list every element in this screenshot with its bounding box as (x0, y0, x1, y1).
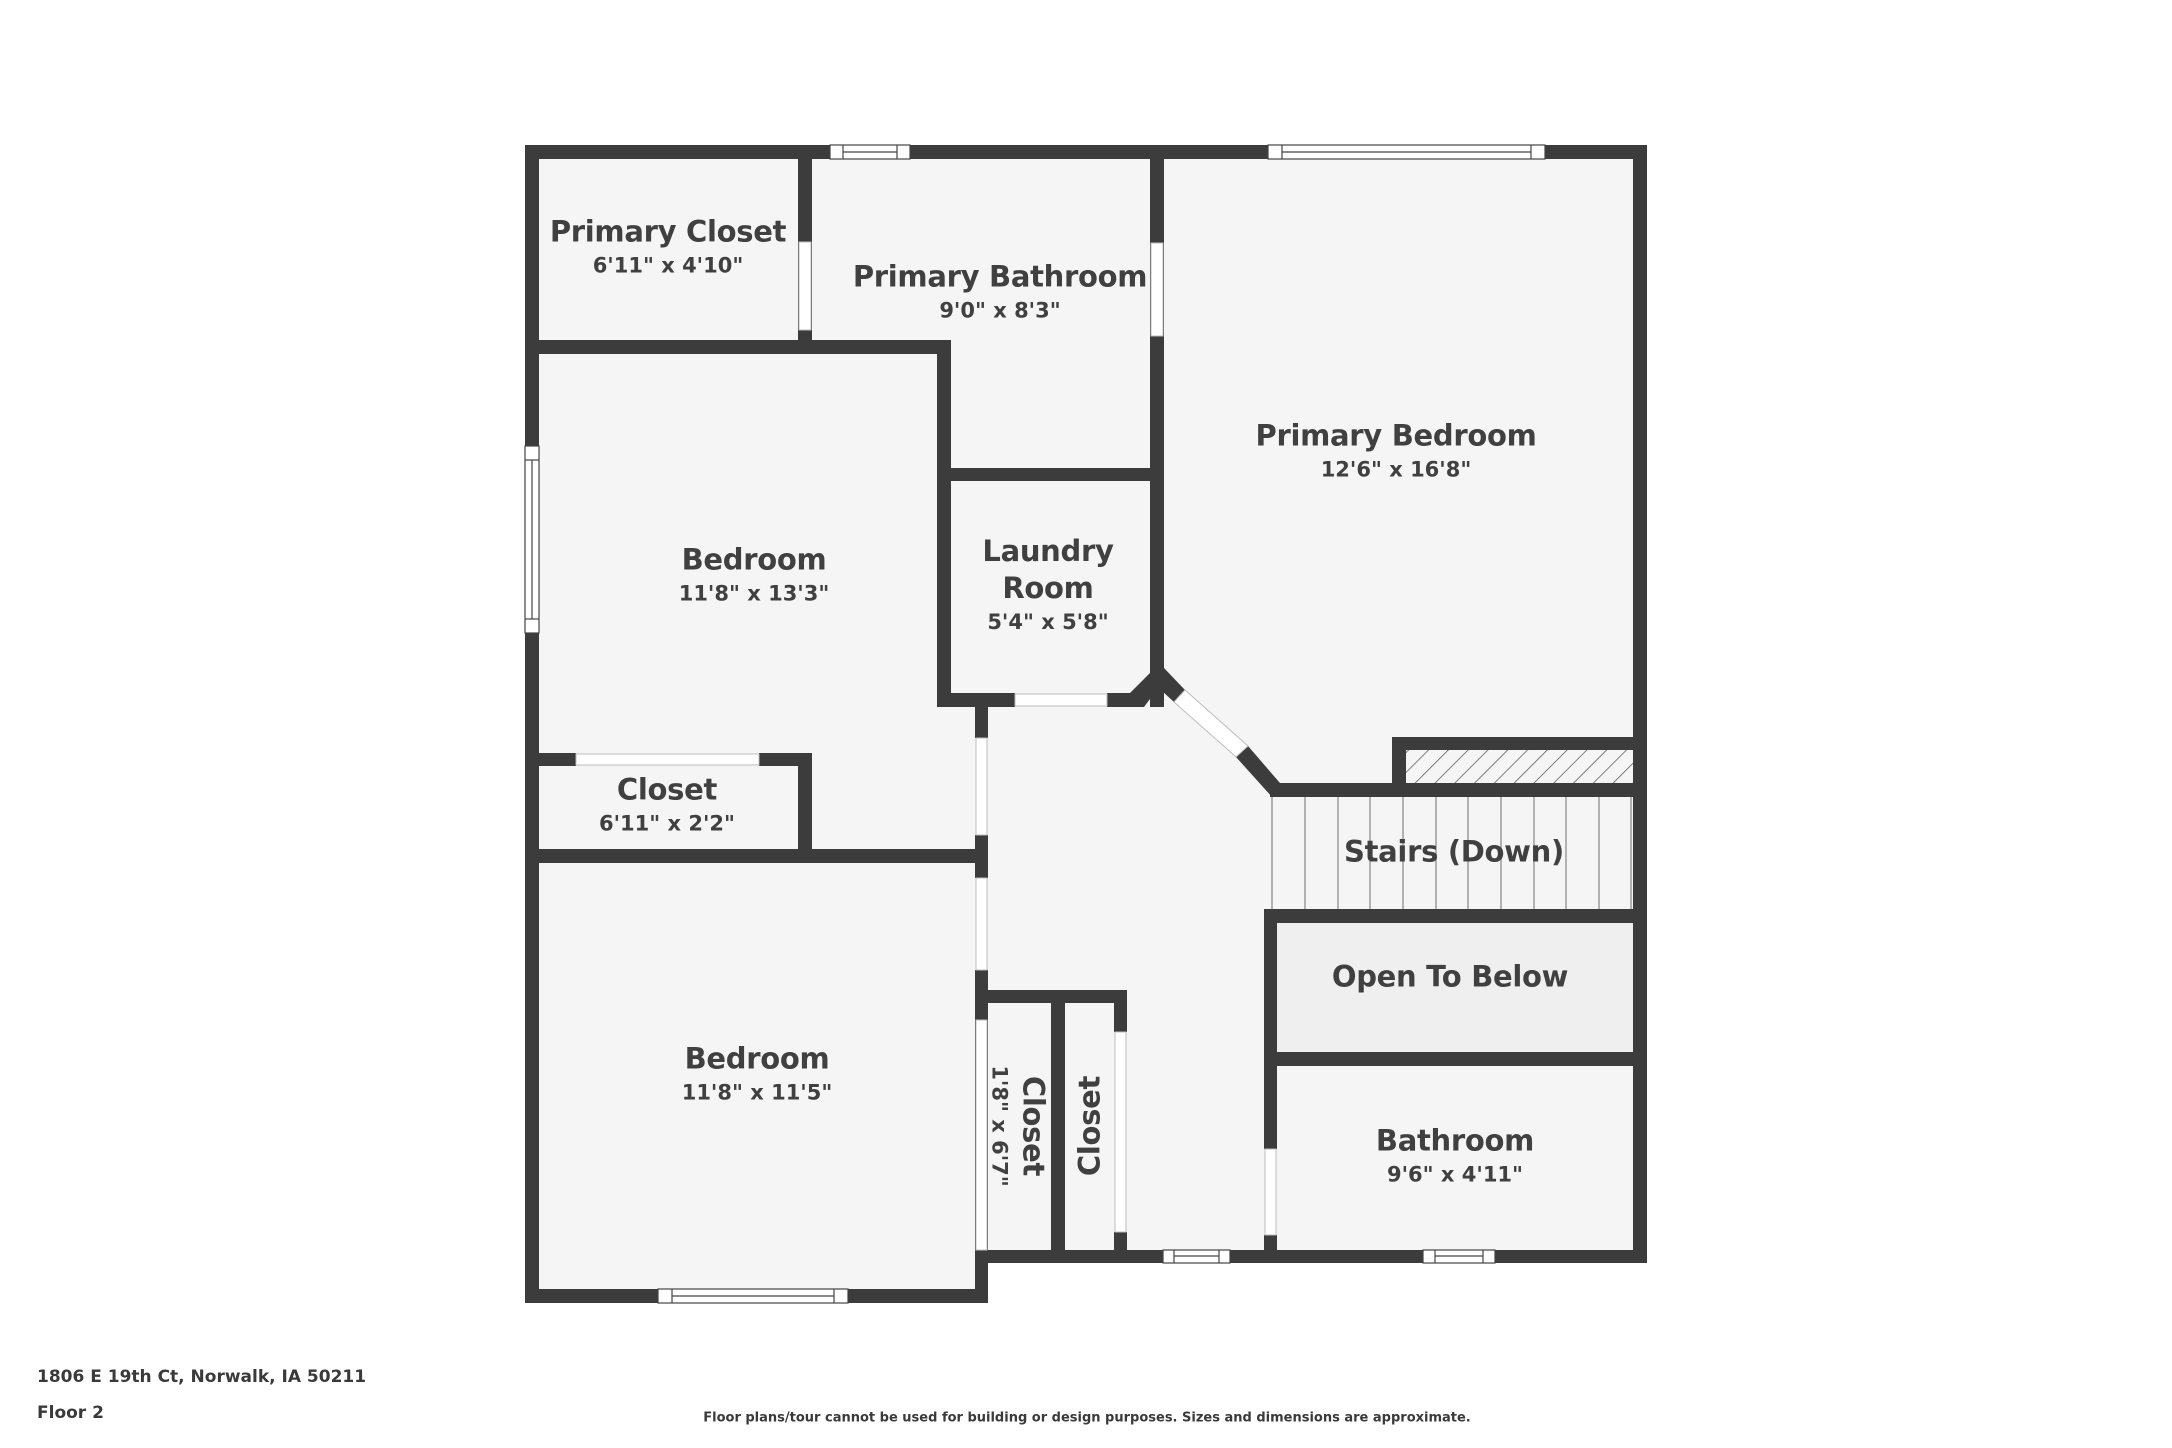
room-dimensions: 6'11" x 4'10" (592, 253, 744, 278)
door-openings (575, 241, 1277, 1251)
floor-label: Floor 2 (37, 1403, 104, 1423)
room-dimensions: 5'4" x 5'8" (987, 610, 1109, 634)
room-name: Closet (616, 772, 718, 807)
room-name: Stairs (Down) (1344, 834, 1564, 869)
room-name: Open To Below (1331, 959, 1569, 994)
room-dimensions: 1'8" x 6'7" (987, 1065, 1012, 1187)
room-name: Laundry (982, 534, 1114, 568)
room-name: Closet (1016, 1075, 1051, 1177)
fireplace-hatch (1406, 750, 1633, 783)
disclaimer-text: Floor plans/tour cannot be used for buil… (703, 1410, 1471, 1426)
room-dimensions: 11'8" x 13'3" (678, 581, 830, 606)
room-dimensions: 12'6" x 16'8" (1320, 457, 1472, 482)
room-closet-right: Closet (1072, 1076, 1109, 1176)
room-primary-bedroom: Primary Bedroom 12'6" x 16'8" (1256, 418, 1537, 485)
room-dimensions: 9'6" x 4'11" (1387, 1162, 1523, 1187)
room-dimensions: 9'0" x 8'3" (939, 298, 1061, 323)
room-closet-left: Closet 6'11" x 2'2" (599, 772, 735, 839)
room-laundry: Laundry Room 5'4" x 5'8" (982, 533, 1114, 637)
room-primary-closet: Primary Closet 6'11" x 4'10" (549, 214, 787, 281)
room-name: Closet (1072, 1075, 1107, 1177)
room-dimensions: 11'8" x 11'5" (681, 1080, 833, 1105)
room-name: Primary Closet (549, 214, 787, 249)
room-open-to-below: Open To Below (1331, 959, 1569, 996)
room-bedroom-lower: Bedroom 11'8" x 11'5" (682, 1041, 833, 1108)
property-address: 1806 E 19th Ct, Norwalk, IA 50211 (37, 1367, 367, 1387)
windows (524, 144, 1546, 1304)
room-dimensions: 6'11" x 2'2" (599, 811, 735, 836)
room-name: Primary Bathroom (852, 259, 1148, 294)
room-primary-bathroom: Primary Bathroom 9'0" x 8'3" (852, 259, 1148, 326)
room-bedroom-upper: Bedroom 11'8" x 13'3" (679, 542, 830, 609)
open-to-below-fill (1277, 923, 1633, 1052)
room-bathroom: Bathroom 9'6" x 4'11" (1376, 1123, 1534, 1190)
room-name: Bedroom (684, 1041, 830, 1076)
room-name: Bedroom (681, 542, 827, 577)
room-stairs: Stairs (Down) (1344, 834, 1564, 871)
room-name: Primary Bedroom (1255, 418, 1537, 453)
stair-treads (1271, 797, 1632, 909)
room-name: Bathroom (1375, 1123, 1535, 1158)
room-closet-narrow: Closet 1'8" x 6'7" (985, 1065, 1052, 1186)
room-name-line2: Room (1002, 571, 1094, 605)
